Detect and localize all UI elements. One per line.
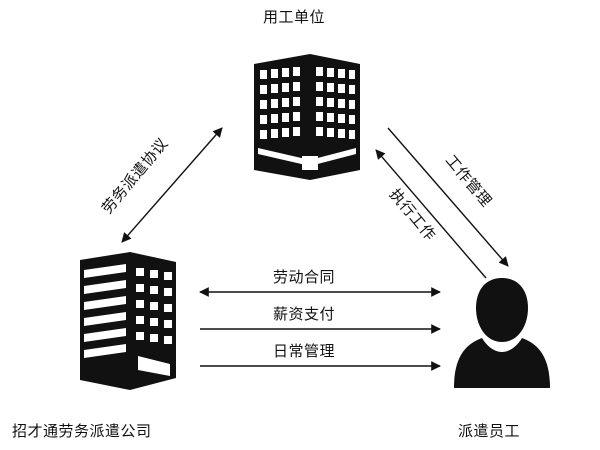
daily-management-label: 日常管理 — [273, 342, 336, 360]
labor-contract-label: 劳动合同 — [273, 268, 336, 286]
agency-building-icon — [80, 252, 176, 390]
execute-work-arrow — [375, 149, 487, 279]
employer-label: 用工单位 — [263, 8, 326, 26]
salary-payment-label: 薪资支付 — [273, 305, 336, 323]
employee-person-icon — [454, 278, 550, 388]
agency-employer-arrow — [121, 127, 223, 243]
agency-label: 招才通劳务派遣公司 — [12, 422, 152, 440]
work-management-arrow — [387, 127, 509, 267]
employee-label: 派遣员工 — [458, 422, 521, 440]
employer-building-icon — [254, 54, 360, 180]
